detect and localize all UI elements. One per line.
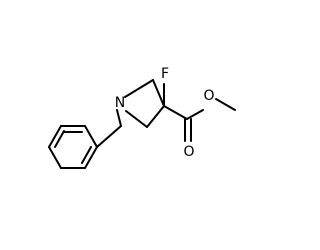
- carbonyl-oxygen-label: O: [183, 144, 194, 160]
- o-methyl-bond: [215, 98, 236, 111]
- ring-double-bond: [81, 146, 92, 164]
- ring-bond: [84, 146, 98, 169]
- c-o-ester-bond: [186, 109, 204, 120]
- ring-bond: [84, 125, 98, 148]
- ring-bond: [48, 125, 62, 148]
- ring-bond: [152, 79, 165, 107]
- benzene-ring: [48, 125, 98, 169]
- ring-bond: [125, 110, 148, 128]
- ring-bond: [48, 146, 62, 169]
- ring-bond: [124, 79, 154, 98]
- fluorine-label: F: [161, 66, 169, 82]
- ester-oxygen-label: O: [203, 88, 214, 104]
- ring-bond: [146, 105, 165, 128]
- c-carbonyl-bond: [163, 105, 188, 120]
- molecule-diagram: N F O O: [48, 66, 236, 169]
- structure-canvas: N F O O: [48, 66, 236, 169]
- ring-double-bond: [54, 130, 65, 148]
- benzyl-bond: [96, 125, 122, 148]
- pyrrolidine-ring: [124, 79, 165, 128]
- benzyl-n-bond: [116, 109, 122, 127]
- nitrogen-label: N: [115, 95, 125, 111]
